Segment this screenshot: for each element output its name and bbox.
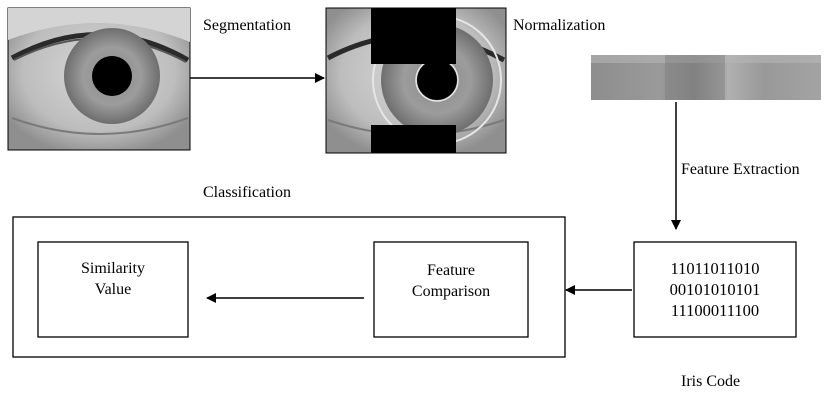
similarity-value-box [37,241,189,338]
comparison-line-1: Feature [427,262,475,279]
feature-comparison-text: Feature Comparison [374,260,528,302]
feature-comparison-box [373,241,529,338]
classification-label: Classification [203,184,291,201]
segmentation-label: Segmentation [203,17,291,34]
normalized-iris-strip [591,55,821,100]
eye-image-original [7,7,191,151]
feature-extraction-label: Feature Extraction [681,161,800,178]
eye-image-segmented [325,7,507,154]
iris-code-bits: 11011011010 00101010101 11100011100 [634,258,796,321]
iris-code-row-2: 00101010101 [669,280,761,299]
comparison-line-2: Comparison [411,283,491,300]
iris-code-box [633,241,797,338]
iris-code-label: Iris Code [681,373,741,390]
similarity-value-text: Similarity Value [38,258,188,300]
iris-code-row-3: 11100011100 [670,301,760,320]
normalization-label: Normalization [513,17,606,34]
similarity-line-1: Similarity [81,260,145,277]
classification-box [12,216,566,358]
similarity-line-2: Value [94,281,132,298]
iris-code-row-1: 11011011010 [670,259,760,278]
